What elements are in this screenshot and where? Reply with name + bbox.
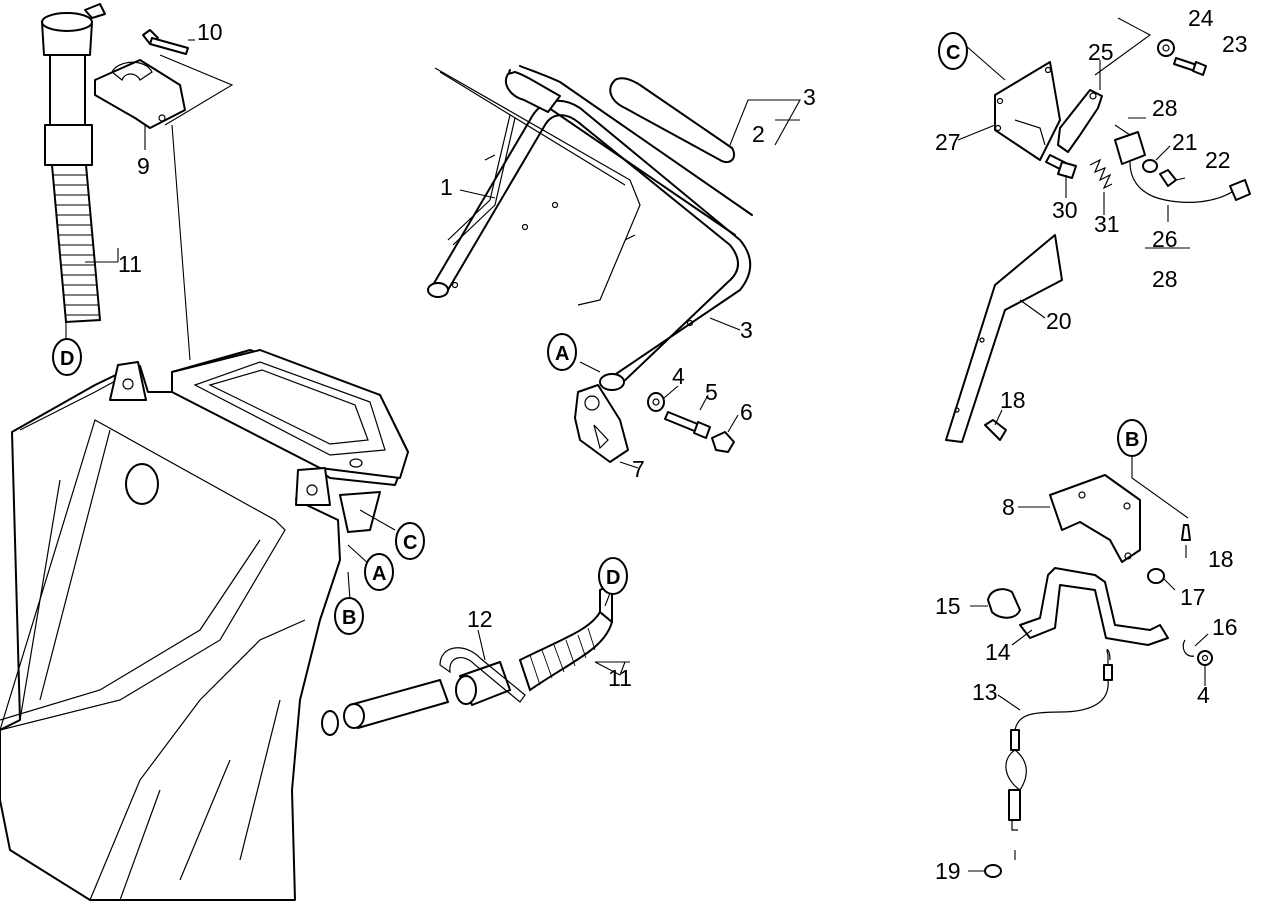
bolt-30	[1045, 154, 1077, 179]
callout-3: 3	[740, 317, 753, 343]
callout-17: 17	[1180, 584, 1206, 610]
callout-31: 31	[1094, 211, 1120, 237]
ref-letter: A	[555, 343, 569, 365]
ref-letter: D	[60, 348, 74, 370]
bolt-23	[1173, 57, 1207, 76]
bracket-25	[1057, 89, 1103, 153]
bracket-8	[1049, 474, 1141, 563]
callout-11-top: 11	[118, 251, 142, 277]
bracket-9	[94, 59, 186, 129]
callout-11: 11	[608, 665, 632, 691]
callout-24: 24	[1188, 5, 1214, 31]
cable-26	[1129, 161, 1251, 203]
callout-9: 9	[137, 153, 150, 179]
control-box-27	[994, 61, 1061, 161]
bolt-5	[664, 411, 711, 439]
callout-28: 28	[1152, 266, 1178, 292]
ref-oval-a-tank: A	[364, 553, 394, 591]
hose-lower	[321, 583, 614, 736]
spring-31	[1089, 158, 1113, 190]
nut-19	[984, 864, 1002, 878]
callout-4: 4	[672, 363, 685, 389]
callout-19: 19	[935, 858, 961, 884]
callout-18-upper: 18	[1000, 387, 1026, 413]
callout-14: 14	[985, 639, 1011, 665]
lever-14	[1019, 567, 1169, 646]
callout-30: 30	[1052, 197, 1078, 223]
callout-22: 22	[1205, 147, 1231, 173]
ref-oval-b-bracket: B	[1117, 419, 1147, 457]
callout-10: 10	[197, 19, 223, 45]
ref-oval-c-tank: C	[395, 522, 425, 560]
handle-frame	[427, 65, 753, 391]
callout-13: 13	[972, 679, 998, 705]
bracket-7	[574, 384, 629, 463]
callout-7: 7	[632, 456, 645, 482]
tank-body	[0, 349, 409, 901]
grip-2	[609, 77, 736, 164]
callout-12: 12	[467, 606, 493, 632]
callout-20: 20	[1046, 308, 1072, 334]
callout-16: 16	[1212, 614, 1238, 640]
callout-2: 2	[752, 121, 765, 147]
callout-21: 21	[1172, 129, 1198, 155]
clip-16	[1182, 639, 1195, 657]
callout-18-lower: 18	[1208, 546, 1234, 572]
washer-4	[647, 392, 665, 412]
bolt-22	[1159, 169, 1177, 187]
callout-23: 23	[1222, 31, 1248, 57]
callout-4-lower: 4	[1197, 682, 1210, 708]
ref-oval-b-tank: B	[334, 597, 364, 635]
callout-15: 15	[935, 593, 961, 619]
callout-5: 5	[705, 379, 718, 405]
ref-oval-d-hose: D	[598, 557, 628, 595]
nut-6	[711, 431, 735, 453]
washer-24	[1157, 39, 1175, 57]
callout-6: 6	[740, 399, 753, 425]
callout-27: 27	[935, 129, 961, 155]
switch-28	[1114, 131, 1146, 165]
ref-oval-a-handle: A	[547, 333, 577, 371]
grip-3	[505, 71, 561, 113]
leader-lines	[65, 17, 1209, 872]
ref-letter: D	[606, 567, 620, 589]
callout-labels: 1 2 3 3 4 4 5 6 7 8 9 10 11 11 12 13 14 …	[118, 5, 1248, 884]
knob-15	[987, 588, 1021, 619]
callout-26: 26	[1152, 226, 1178, 252]
ref-oval-d-top: D	[52, 338, 82, 376]
ref-oval-c-box: C	[938, 32, 968, 70]
washer-4-lower	[1197, 650, 1213, 666]
ref-letter: B	[1125, 429, 1139, 451]
ref-letter: A	[372, 563, 386, 585]
ref-letter: C	[946, 42, 960, 64]
cable-13	[1005, 648, 1113, 831]
washer-21	[1142, 159, 1158, 173]
ref-letter: C	[403, 532, 417, 554]
bolt-18-upper	[984, 419, 1007, 441]
guard-20	[945, 234, 1063, 443]
ref-letter: B	[342, 607, 356, 629]
callout-28-top: 28	[1152, 95, 1178, 121]
bolt-18-lower	[1181, 524, 1191, 541]
cap-17	[1147, 568, 1165, 584]
callout-8: 8	[1002, 494, 1015, 520]
hose-upper	[41, 3, 106, 324]
callout-3-top: 3	[803, 84, 816, 110]
callout-25: 25	[1088, 39, 1114, 65]
bolt-10	[142, 29, 189, 55]
callout-1: 1	[440, 174, 453, 200]
